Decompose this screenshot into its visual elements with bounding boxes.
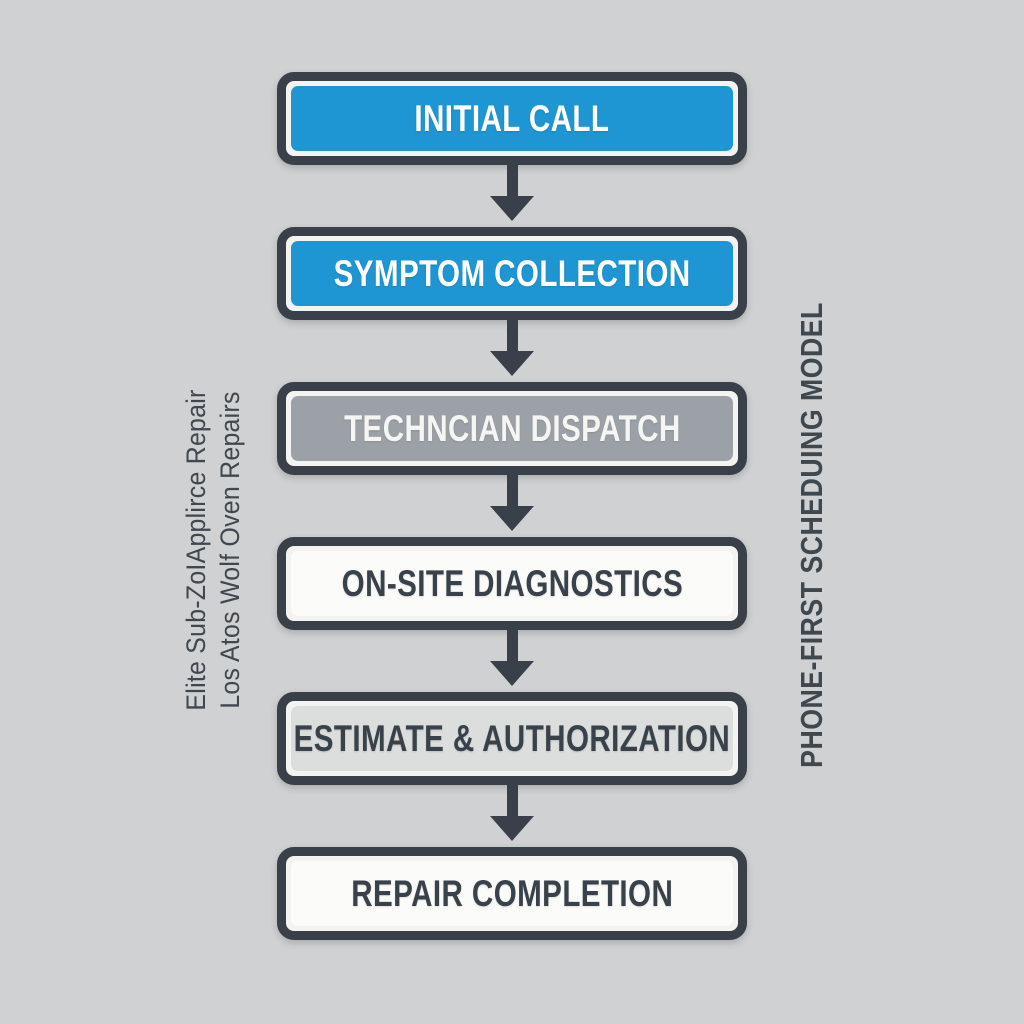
flow-step-box: SYMPTOM COLLECTION bbox=[277, 227, 747, 320]
left-caption-line-2: Los Atos Wolf Oven Repairs bbox=[215, 391, 245, 709]
arrow-stem bbox=[506, 320, 518, 351]
right-vertical-caption: PHONE-FIRST SCHEDUING MODEL bbox=[794, 302, 830, 768]
flow-step-label: SYMPTOM COLLECTION bbox=[333, 252, 691, 294]
flow-step-fill: INITIAL CALL bbox=[291, 86, 733, 151]
arrow-stem bbox=[506, 630, 518, 661]
left-caption-line-1: Elite Sub-ZoIApplirce Repair bbox=[181, 389, 211, 711]
arrow-stem bbox=[506, 475, 518, 506]
flow-arrow-down bbox=[490, 630, 534, 692]
flow-step-box: ON-SITE DIAGNOSTICS bbox=[277, 537, 747, 630]
flow-step-label: INITIAL CALL bbox=[414, 97, 610, 139]
flowchart: INITIAL CALL SYMPTOM COLLECTION TECHNCIA… bbox=[0, 72, 1024, 940]
arrow-stem bbox=[506, 165, 518, 196]
arrow-down-icon bbox=[490, 351, 534, 376]
flow-step-box: ESTIMATE & AUTHORIZATION bbox=[277, 692, 747, 785]
right-caption-text: PHONE-FIRST SCHEDUING MODEL bbox=[794, 302, 829, 768]
flow-step-box: INITIAL CALL bbox=[277, 72, 747, 165]
flow-step-box: TECHNCIAN DISPATCH bbox=[277, 382, 747, 475]
flow-arrow-down bbox=[490, 165, 534, 227]
flow-step-fill: ON-SITE DIAGNOSTICS bbox=[291, 551, 733, 616]
flow-arrow-down bbox=[490, 320, 534, 382]
left-vertical-caption: Elite Sub-ZoIApplirce Repair Los Atos Wo… bbox=[179, 389, 247, 710]
arrow-down-icon bbox=[490, 816, 534, 841]
flow-step-fill: SYMPTOM COLLECTION bbox=[291, 241, 733, 306]
arrow-down-icon bbox=[490, 196, 534, 221]
flow-step-label: ON-SITE DIAGNOSTICS bbox=[341, 562, 683, 604]
flow-arrow-down bbox=[490, 475, 534, 537]
flow-step-label: TECHNCIAN DISPATCH bbox=[343, 407, 681, 449]
flow-step-fill: ESTIMATE & AUTHORIZATION bbox=[291, 706, 733, 771]
arrow-down-icon bbox=[490, 506, 534, 531]
flow-step-label: REPAIR COMPLETION bbox=[351, 872, 673, 914]
flow-step-fill: REPAIR COMPLETION bbox=[291, 861, 733, 926]
flow-arrow-down bbox=[490, 785, 534, 847]
flow-step-box: REPAIR COMPLETION bbox=[277, 847, 747, 940]
arrow-down-icon bbox=[490, 661, 534, 686]
flow-step-fill: TECHNCIAN DISPATCH bbox=[291, 396, 733, 461]
flow-step-label: ESTIMATE & AUTHORIZATION bbox=[293, 717, 731, 759]
arrow-stem bbox=[506, 785, 518, 816]
